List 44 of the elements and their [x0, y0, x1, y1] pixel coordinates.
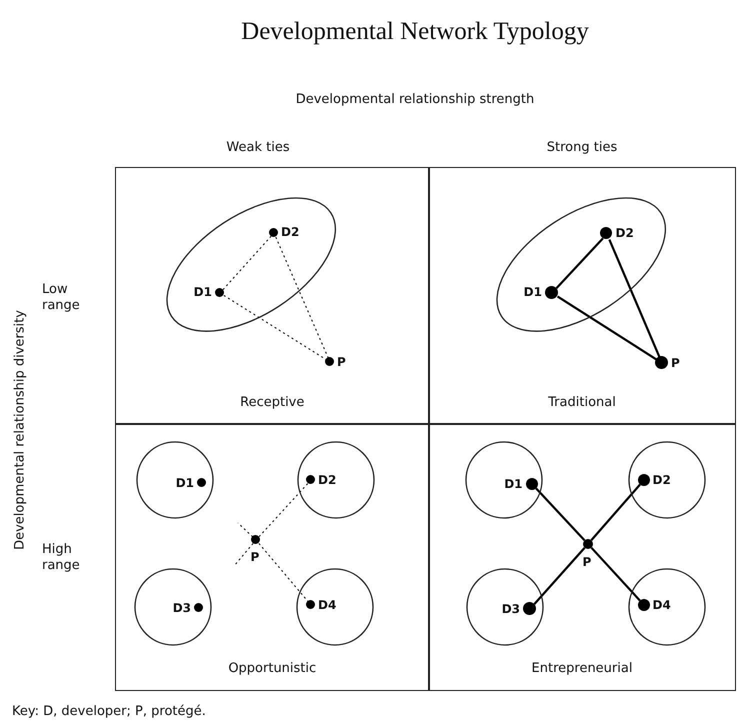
quadrant-label: Entrepreneurial	[530, 661, 634, 676]
connector-line	[556, 238, 604, 289]
connector-line	[238, 522, 254, 538]
axis-title: Developmental relationship diversity	[12, 310, 28, 550]
node-label: D2	[615, 226, 634, 240]
row-heading: High range	[42, 542, 81, 574]
node-label: D4	[318, 598, 336, 612]
diagram-title: Developmental Network Typology	[240, 18, 590, 46]
node-label: D1	[194, 285, 212, 300]
connector-line	[534, 547, 586, 605]
node-label: D1	[524, 285, 542, 300]
quadrant-label: Traditional	[547, 394, 617, 410]
quadrant-cell	[428, 423, 736, 691]
connector-line	[535, 488, 586, 542]
axis-title: Developmental relationship strength	[294, 92, 536, 108]
node-label: P	[671, 356, 680, 370]
connector-line	[590, 484, 641, 541]
node-label: D3	[502, 602, 520, 616]
connector-line	[608, 239, 660, 358]
column-heading: Strong ties	[546, 140, 618, 156]
connector-line	[556, 296, 658, 360]
column-heading: Weak ties	[225, 140, 291, 156]
row-heading: Low range	[42, 282, 81, 314]
node-label: D1	[504, 476, 522, 490]
node-label: P	[250, 550, 260, 564]
quadrant-cell	[115, 423, 430, 691]
connector-line	[234, 542, 254, 566]
quadrant-label: Opportunistic	[227, 661, 318, 676]
node-label: D1	[176, 476, 194, 490]
node-label: D3	[172, 600, 191, 614]
node-label: P	[337, 354, 346, 368]
connector-line	[275, 236, 329, 358]
node-label: P	[582, 554, 592, 568]
key-note: Key: D, developer; P, protégé.	[12, 704, 207, 720]
connector-line	[590, 546, 641, 602]
node-label: D2	[280, 225, 300, 240]
node-label: D2	[652, 472, 671, 486]
quadrant-cell	[115, 167, 430, 424]
node-label: D4	[652, 598, 671, 612]
connector-line	[222, 236, 272, 290]
node-label: D2	[318, 472, 336, 486]
quadrant-cell	[428, 167, 736, 424]
connector-line	[258, 482, 308, 538]
quadrant-label: Receptive	[239, 394, 306, 410]
